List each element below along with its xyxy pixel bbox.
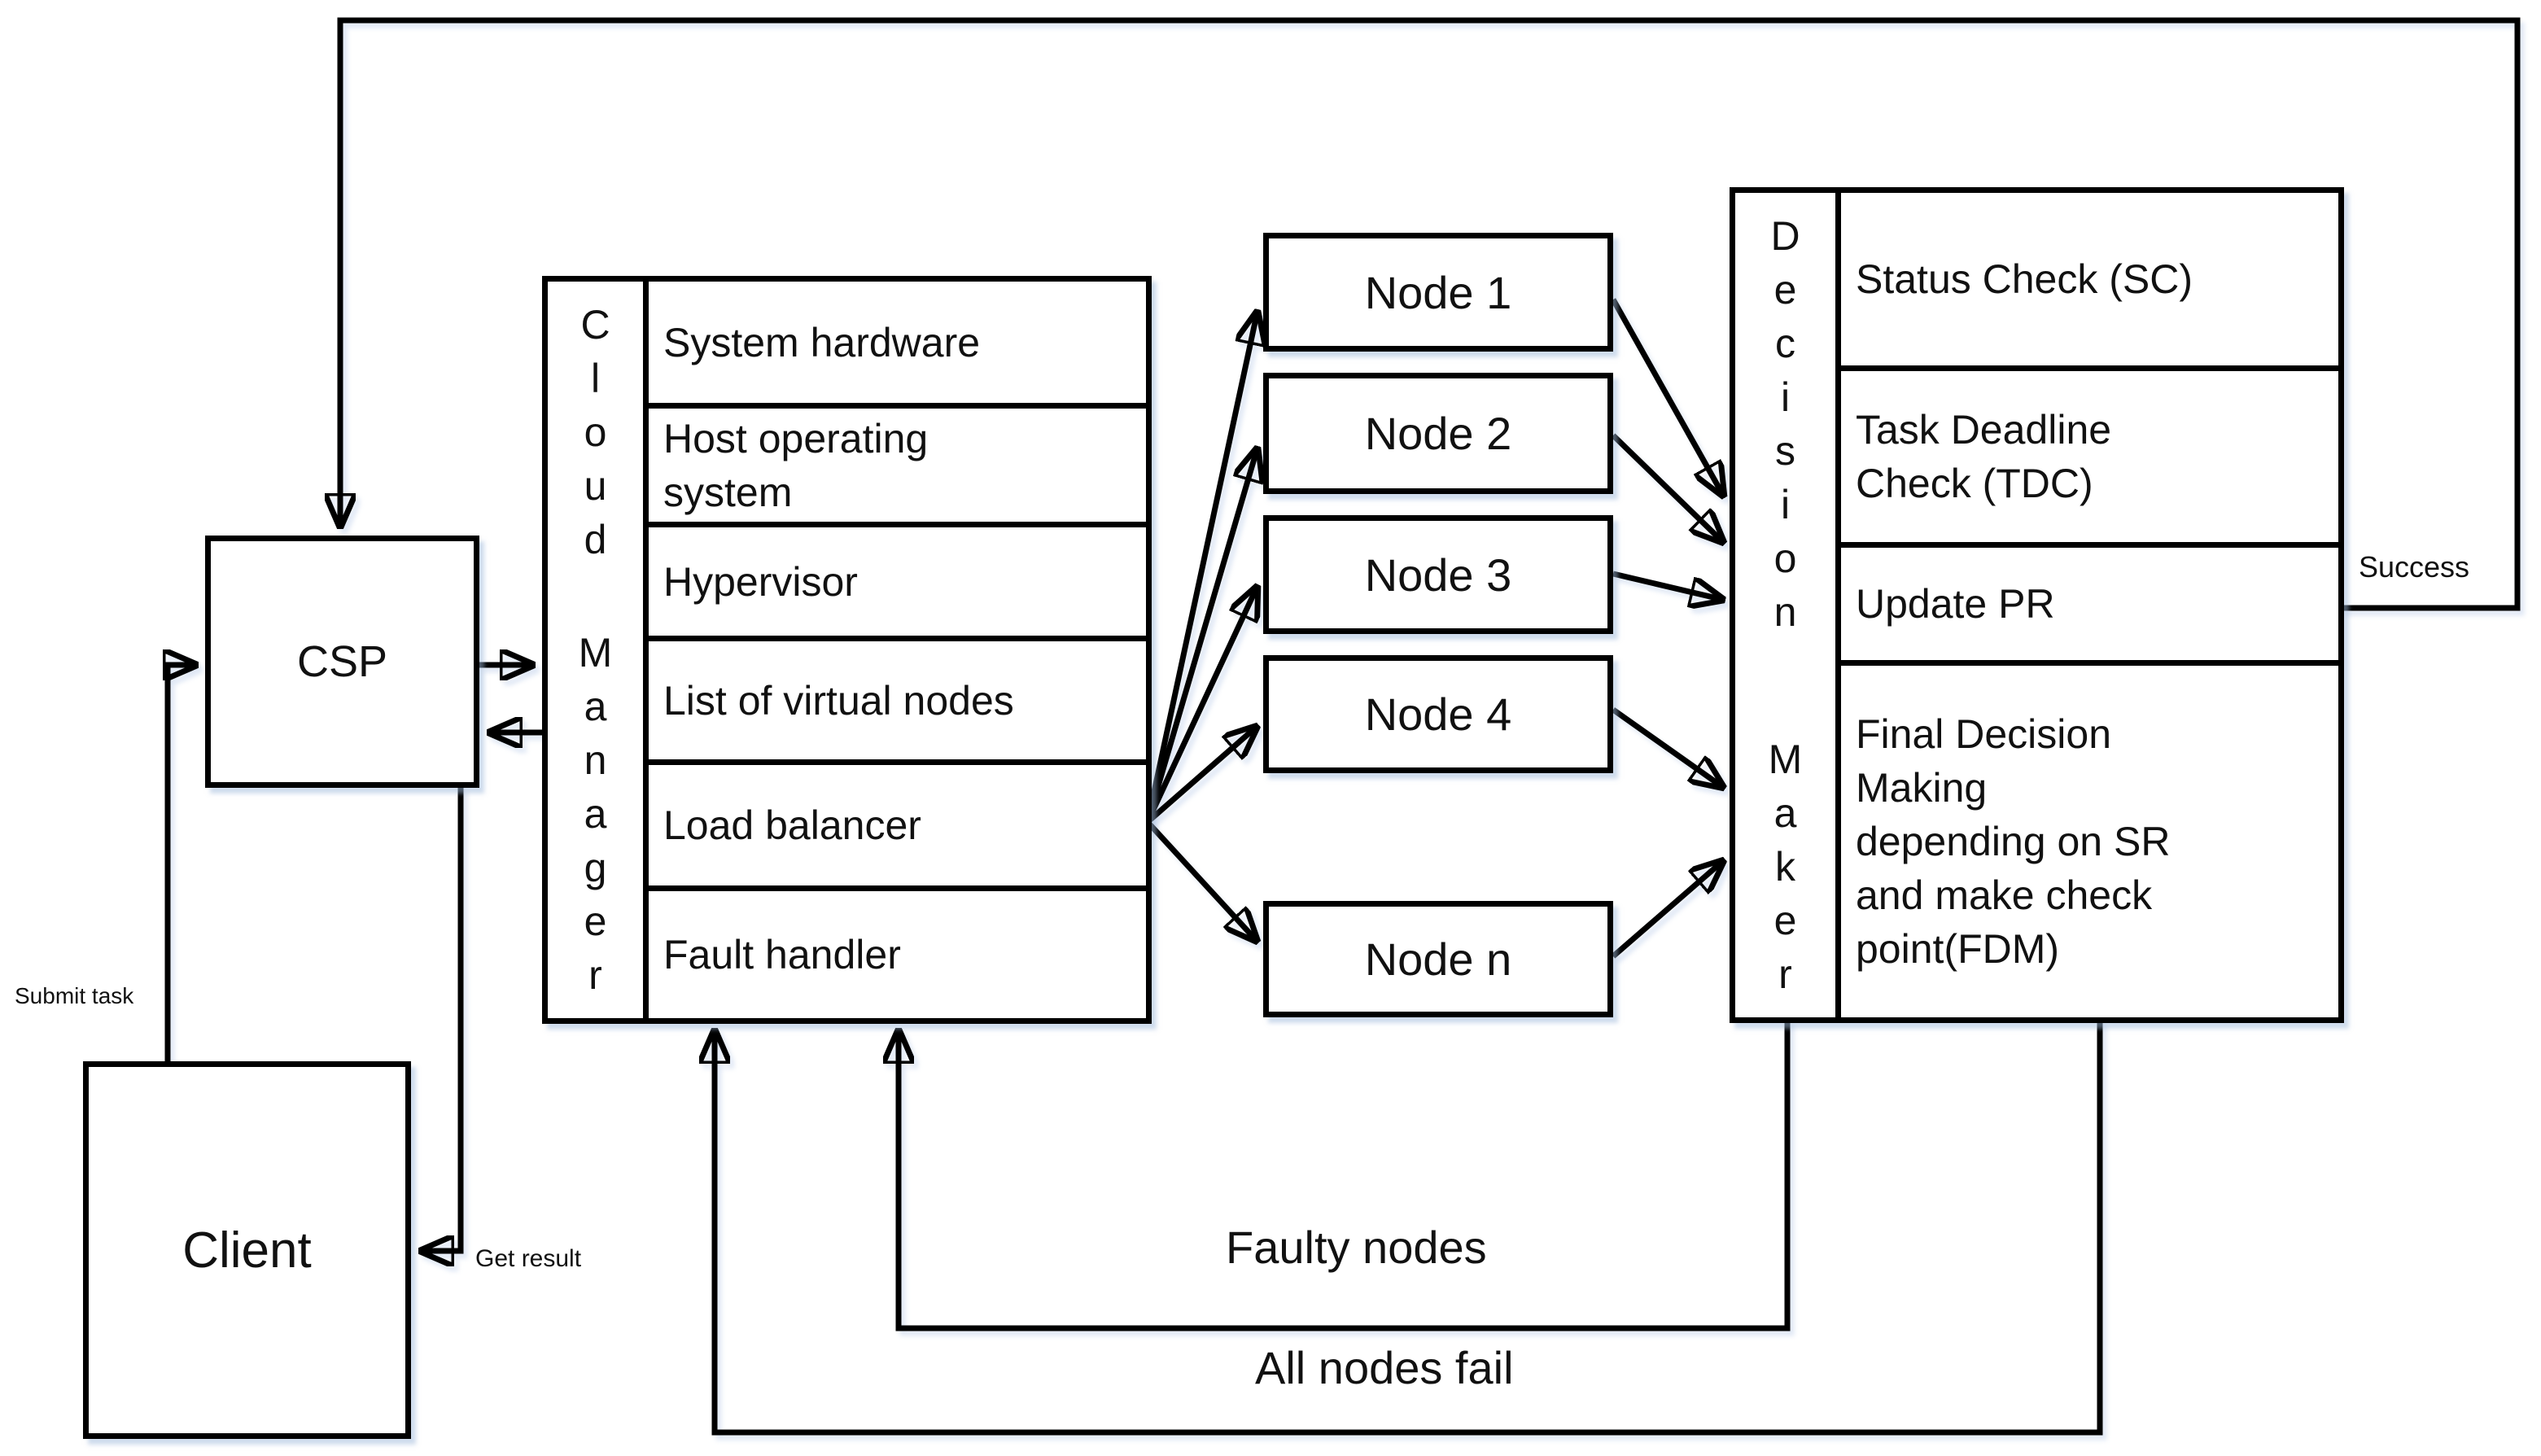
node-3-box: Node 3 xyxy=(1263,515,1613,634)
cloud-manager-row-host-operating-system: Host operating system xyxy=(649,409,1146,527)
decision-maker-title-bottom: M a k e r xyxy=(1768,737,1803,997)
load-balancer-to-node-2-connector xyxy=(1144,448,1257,823)
node-n-label: Node n xyxy=(1364,934,1512,985)
cloud-manager-title-column: C l o u d M a n a g e r xyxy=(548,282,649,1018)
submit-task-connector xyxy=(168,665,197,1061)
decision-maker-row-status-check: Status Check (SC) xyxy=(1841,193,2338,371)
cloud-manager-rows: System hardware Host operating system Hy… xyxy=(649,282,1146,1018)
cloud-manager-row-fault-handler: Fault handler xyxy=(663,932,901,977)
success-connector xyxy=(340,17,2521,611)
get-result-connector xyxy=(420,786,464,1251)
cloud-manager-row-hypervisor: Hypervisor xyxy=(649,527,1146,641)
load-balancer-to-node-n-connector xyxy=(1145,820,1257,942)
faulty-nodes-connector xyxy=(899,1020,1791,1331)
faulty-nodes-label: Faulty nodes xyxy=(1226,1222,1487,1273)
cloud-manager-row-load-balancer: Load balancer xyxy=(649,765,1146,891)
load-balancer-to-node-3-connector xyxy=(1144,586,1257,824)
client-box: Client xyxy=(83,1061,411,1439)
node-2-box: Node 2 xyxy=(1263,373,1613,494)
client-label: Client xyxy=(182,1222,312,1279)
node-n-box: Node n xyxy=(1263,901,1613,1017)
node-3-to-decision-maker-connector xyxy=(1612,571,1724,600)
decision-maker-box: D e c i s i o n M a k e r Status Check (… xyxy=(1730,187,2344,1023)
decision-maker-rows: Status Check (SC) Task Deadline Check (T… xyxy=(1841,193,2338,1017)
cloud-manager-title-bottom: M a n a g e r xyxy=(578,630,613,998)
node-4-to-decision-maker-connector xyxy=(1611,707,1724,788)
node-3-label: Node 3 xyxy=(1364,549,1512,601)
decision-maker-title-top: D e c i s i o n xyxy=(1770,213,1800,635)
all-nodes-fail-label: All nodes fail xyxy=(1255,1342,1514,1393)
get-result-label: Get result xyxy=(475,1245,582,1272)
load-balancer-to-node-4-connector xyxy=(1145,726,1257,824)
node-n-to-decision-maker-connector xyxy=(1611,860,1724,959)
csp-box: CSP xyxy=(205,536,479,788)
decision-maker-row-task-deadline-check: Task Deadline Check (TDC) xyxy=(1841,371,2338,548)
cloud-manager-title-top: C l o u d xyxy=(580,302,610,562)
node-1-label: Node 1 xyxy=(1364,266,1512,318)
all-nodes-fail-connector xyxy=(715,1020,2103,1436)
cloud-manager-box: C l o u d M a n a g e r System hardware … xyxy=(542,276,1152,1024)
decision-maker-row-final-decision-making: Final Decision Making depending on SR an… xyxy=(1856,711,2171,972)
success-label: Success xyxy=(2359,550,2470,584)
decision-maker-row-update-pr: Update PR xyxy=(1841,548,2338,666)
node-1-to-decision-maker-connector xyxy=(1610,298,1724,496)
submit-task-label: Submit task xyxy=(15,983,134,1008)
cloud-manager-row-list-of-virtual-nodes: List of virtual nodes xyxy=(649,641,1146,765)
csp-label: CSP xyxy=(296,637,388,686)
node-4-box: Node 4 xyxy=(1263,655,1613,773)
node-2-to-decision-maker-connector xyxy=(1611,433,1724,543)
decision-maker-title-column: D e c i s i o n M a k e r xyxy=(1735,193,1841,1017)
node-4-label: Node 4 xyxy=(1364,689,1512,740)
node-2-label: Node 2 xyxy=(1364,408,1512,459)
node-1-box: Node 1 xyxy=(1263,233,1613,352)
cloud-manager-row-system-hardware: System hardware xyxy=(649,282,1146,409)
load-balancer-to-node-1-connector xyxy=(1144,311,1257,823)
